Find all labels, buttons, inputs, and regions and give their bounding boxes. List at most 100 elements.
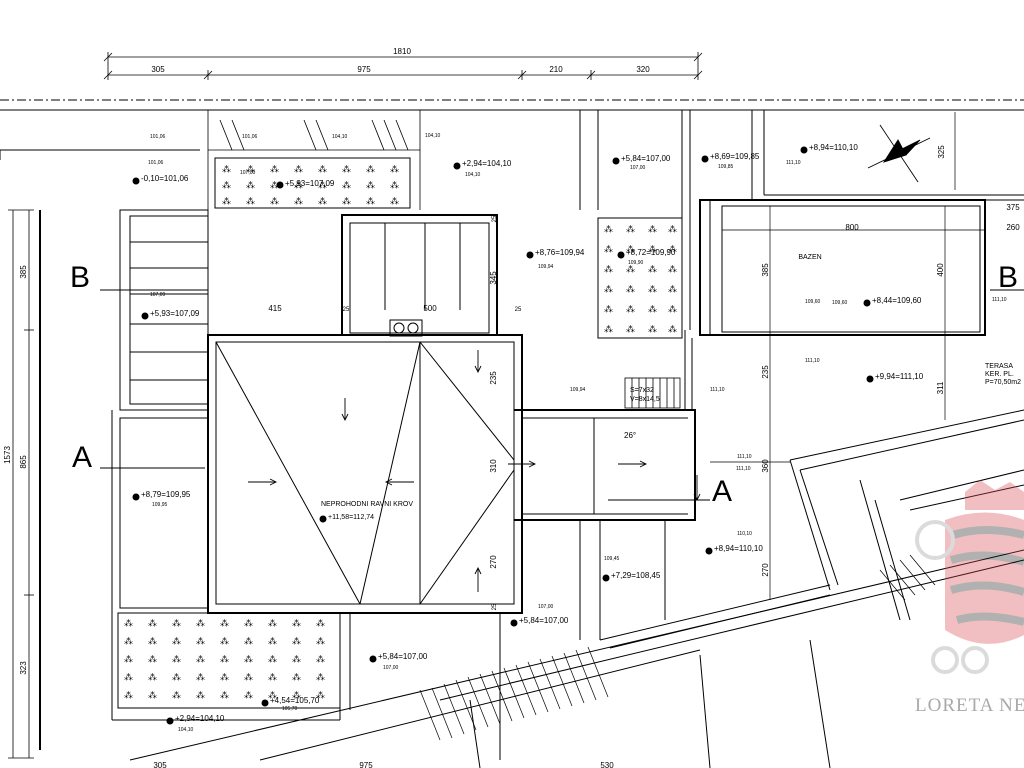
small-value: 111,10 (805, 358, 820, 364)
dim-bottom-2: 975 (359, 761, 373, 768)
watermark-text: LORETA NE (915, 695, 1024, 716)
small-value: 109,94 (570, 387, 586, 393)
svg-text:⁂: ⁂ (246, 164, 255, 174)
dim-270-r: 270 (761, 563, 770, 577)
svg-text:⁂: ⁂ (268, 618, 277, 628)
dim-pool-width: 400 (936, 263, 945, 277)
dim-311: 311 (936, 381, 945, 394)
level-label: +8,94=110,10 (809, 143, 858, 152)
section-mark-a-right: A (712, 475, 732, 508)
dim-seg-1: 305 (151, 65, 165, 74)
level-label: +8,69=109,85 (710, 152, 760, 161)
dim-375: 375 (1006, 203, 1020, 212)
small-value: 104,10 (178, 727, 194, 733)
dim-25-c: 25 (492, 215, 498, 222)
small-value: 109,90 (628, 260, 644, 266)
level-label: -0,10=101,06 (141, 174, 189, 183)
level-label: +4,54=105,70 (270, 696, 320, 705)
top-dimension-lines (103, 52, 703, 80)
small-value: 107,00 (383, 665, 399, 671)
dim-360: 360 (761, 459, 770, 473)
svg-text:⁂: ⁂ (366, 164, 375, 174)
right-walls (521, 110, 1024, 418)
watermark-emblem-icon (915, 480, 1024, 674)
dim-260: 260 (1006, 223, 1020, 232)
dim-270-a: 270 (489, 555, 498, 569)
level-label: +2,94=104,10 (175, 714, 225, 723)
level-label: +8,94=110,10 (714, 544, 763, 553)
dim-310: 310 (489, 459, 498, 473)
svg-text:⁂: ⁂ (626, 224, 635, 234)
svg-text:⁂: ⁂ (318, 164, 327, 174)
dim-385-r: 385 (761, 263, 770, 277)
level-label: +8,72=109,90 (626, 248, 676, 257)
level-label: +5,84=107,00 (621, 154, 671, 163)
small-value: 111,10 (786, 160, 801, 166)
svg-text:⁂: ⁂ (316, 618, 325, 628)
small-value: 109,45 (604, 556, 620, 562)
dim-overall: 1810 (393, 47, 411, 56)
small-value: 107,00 (240, 170, 256, 176)
svg-text:⁂: ⁂ (172, 618, 181, 628)
svg-text:⁂: ⁂ (220, 618, 229, 628)
svg-text:⁂: ⁂ (124, 618, 133, 628)
small-value: 111,10 (737, 454, 752, 460)
svg-text:⁂: ⁂ (294, 164, 303, 174)
svg-text:⁂: ⁂ (270, 164, 279, 174)
small-value: 109,60 (805, 299, 821, 305)
terrace-line-2: KER. PL. (985, 371, 1014, 378)
small-value: 104,10 (465, 172, 481, 178)
svg-text:⁂: ⁂ (668, 224, 677, 234)
slope-label: 26° (624, 431, 636, 440)
small-value: 107,09 (150, 292, 166, 298)
slope-arrows (248, 350, 701, 592)
section-lines (100, 289, 1024, 469)
dim-seg-2: 975 (357, 65, 371, 74)
roof-level: +11,58=112,74 (328, 514, 374, 521)
terrace-line-1: TERASA (985, 363, 1013, 370)
dim-325: 325 (937, 145, 946, 159)
svg-text:⁂: ⁂ (292, 618, 301, 628)
pool-label: BAZEN (798, 254, 821, 261)
small-value: 101,06 (148, 160, 164, 166)
level-label: +2,94=104,10 (462, 159, 512, 168)
small-value: 105,70 (282, 706, 298, 712)
small-value: 104,10 (332, 134, 348, 140)
north-arrow-icon (867, 124, 931, 183)
section-mark-a-left: A (72, 441, 92, 474)
small-value: 101,06 (150, 134, 166, 140)
section-mark-b-left: B (70, 261, 90, 294)
dim-left-middle: 865 (19, 455, 28, 469)
section-mark-b-right: B (998, 261, 1018, 294)
level-label: +8,44=109,60 (872, 296, 922, 305)
dim-235-r: 235 (761, 365, 770, 379)
glazed-room (341, 214, 498, 337)
dim-left-total: 1573 (3, 446, 12, 464)
dimension-texts: 1810 305 975 210 320 1573 385 865 323 41… (3, 47, 1020, 768)
dim-235-a: 235 (489, 371, 498, 385)
level-label: +5,84=107,00 (378, 652, 428, 661)
planter-hatching: ⁂⁂⁂⁂⁂⁂⁂⁂ ⁂⁂⁂⁂ ⁂⁂⁂⁂⁂⁂⁂⁂⁂ (124, 164, 677, 700)
level-texts: -0,10=101,06 +5,93=107,09 +5,93=107,09 +… (141, 143, 924, 723)
small-value: 107,00 (538, 604, 554, 610)
dim-pool-length: 800 (845, 223, 859, 232)
top-stairs (207, 110, 421, 215)
small-value: 109,60 (832, 300, 848, 306)
level-label: +9,94=111,10 (875, 372, 924, 381)
dim-left-upper: 385 (19, 265, 28, 279)
small-value: 101,06 (242, 134, 258, 140)
small-value: 111,10 (710, 387, 725, 393)
level-label: +5,93=107,09 (285, 179, 335, 188)
dim-25-a: 25 (343, 307, 350, 313)
plot-boundary (0, 99, 1024, 111)
level-label: +8,76=109,94 (535, 248, 585, 257)
small-value: 110,10 (737, 531, 752, 537)
pool (699, 199, 1024, 336)
dim-seg-3: 210 (549, 65, 563, 74)
small-value: 104,10 (425, 133, 441, 139)
dim-bottom-3: 530 (600, 761, 614, 768)
small-value-texts: 101,06 101,06 101,06 104,10 104,10 107,0… (148, 133, 1007, 733)
svg-text:⁂: ⁂ (148, 618, 157, 628)
terrace-line-3: P=70,50m2 (985, 379, 1021, 386)
left-dimension-lines (8, 209, 34, 759)
